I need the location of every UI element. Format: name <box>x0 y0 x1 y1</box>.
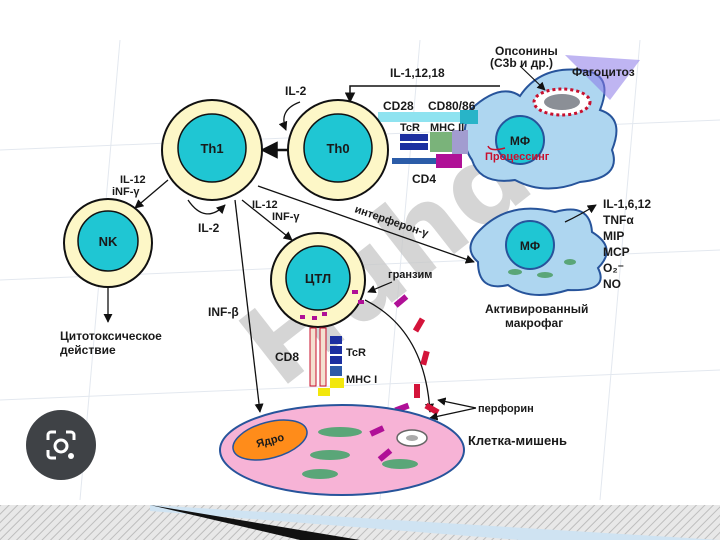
granzyme-label: гранзим <box>388 269 432 281</box>
mf-product-item: TNFα <box>603 213 634 227</box>
bottom-decoration <box>0 505 720 540</box>
nk-label: NK <box>99 234 118 249</box>
ctl-cell: ЦТЛ <box>270 232 366 328</box>
il12-left-label: IL-12 <box>120 174 146 186</box>
macrophage-top: МФ <box>463 55 640 190</box>
activated-label-2: макрофаг <box>505 316 563 330</box>
mf-top-label: МФ <box>510 134 530 148</box>
phagocytosis-label: Фагоцитоз <box>572 65 635 79</box>
activated-macrophage: МФ <box>469 207 608 296</box>
mf-product-item: MIP <box>603 229 624 243</box>
inf-gamma-mid-label: INF-γ <box>272 211 300 223</box>
cd80-86-label: CD80/86 <box>428 99 476 113</box>
nk-cell: NK <box>63 198 153 288</box>
target-cell: Ядро <box>219 404 465 496</box>
receptor-complex-ctl <box>309 327 344 396</box>
il12-mid-label: IL-12 <box>252 199 278 211</box>
il2-mid-label: IL-2 <box>198 221 220 235</box>
activated-label-1: Активированный <box>485 302 588 316</box>
processing-label: Процессинг <box>485 151 550 163</box>
perforin-granules <box>393 294 440 416</box>
google-lens-button[interactable] <box>26 410 96 480</box>
cytotoxic-label-1: Цитотоксическое <box>60 329 162 343</box>
il-1-12-18-label: IL-1,12,18 <box>390 66 445 80</box>
mf-product-item: NO <box>603 277 621 291</box>
cytotoxic-label-2: действие <box>60 343 116 357</box>
th0-label: Th0 <box>326 141 349 156</box>
cd4-label: CD4 <box>412 172 436 186</box>
mhc1-label: MHC I <box>346 374 377 386</box>
mf-product-item: O₂⁻ <box>603 261 624 275</box>
receptor-complex-th0-mf <box>378 110 478 168</box>
cd28-label: CD28 <box>383 99 414 113</box>
bacterium <box>544 94 580 110</box>
th1-label: Th1 <box>200 141 223 156</box>
mf-product-item: MCP <box>603 245 630 259</box>
tcr-top-label: TcR <box>400 122 420 134</box>
opsonins-label-2: (С3b и др.) <box>490 56 553 70</box>
inf-gamma-left-label: iNF-γ <box>112 186 140 198</box>
tcr-bottom-label: TcR <box>346 347 366 359</box>
perforin-label: перфорин <box>478 403 534 415</box>
mf-product-item: IL-1,6,12 <box>603 197 651 211</box>
mf-products: IL-1,6,12 TNFα MIP MCP O₂⁻ NO <box>603 197 651 291</box>
th1-cell: Th1 <box>161 99 263 201</box>
inf-beta-label: INF-β <box>208 305 239 319</box>
ctl-label: ЦТЛ <box>305 271 331 286</box>
target-nucleus <box>232 419 308 461</box>
mhc2-label: MHC II <box>430 122 464 134</box>
mf-activated-label: МФ <box>520 239 540 253</box>
mf-top-nucleus <box>495 115 545 165</box>
target-cell-label: Клетка-мишень <box>468 433 567 448</box>
th0-cell: Th0 <box>287 99 389 201</box>
cd8-label: CD8 <box>275 350 299 364</box>
google-lens-icon <box>46 430 76 460</box>
opsonins-label-1: Опсонины <box>495 44 558 58</box>
il2-top-label: IL-2 <box>285 84 307 98</box>
mf-activated-nucleus <box>505 220 555 270</box>
